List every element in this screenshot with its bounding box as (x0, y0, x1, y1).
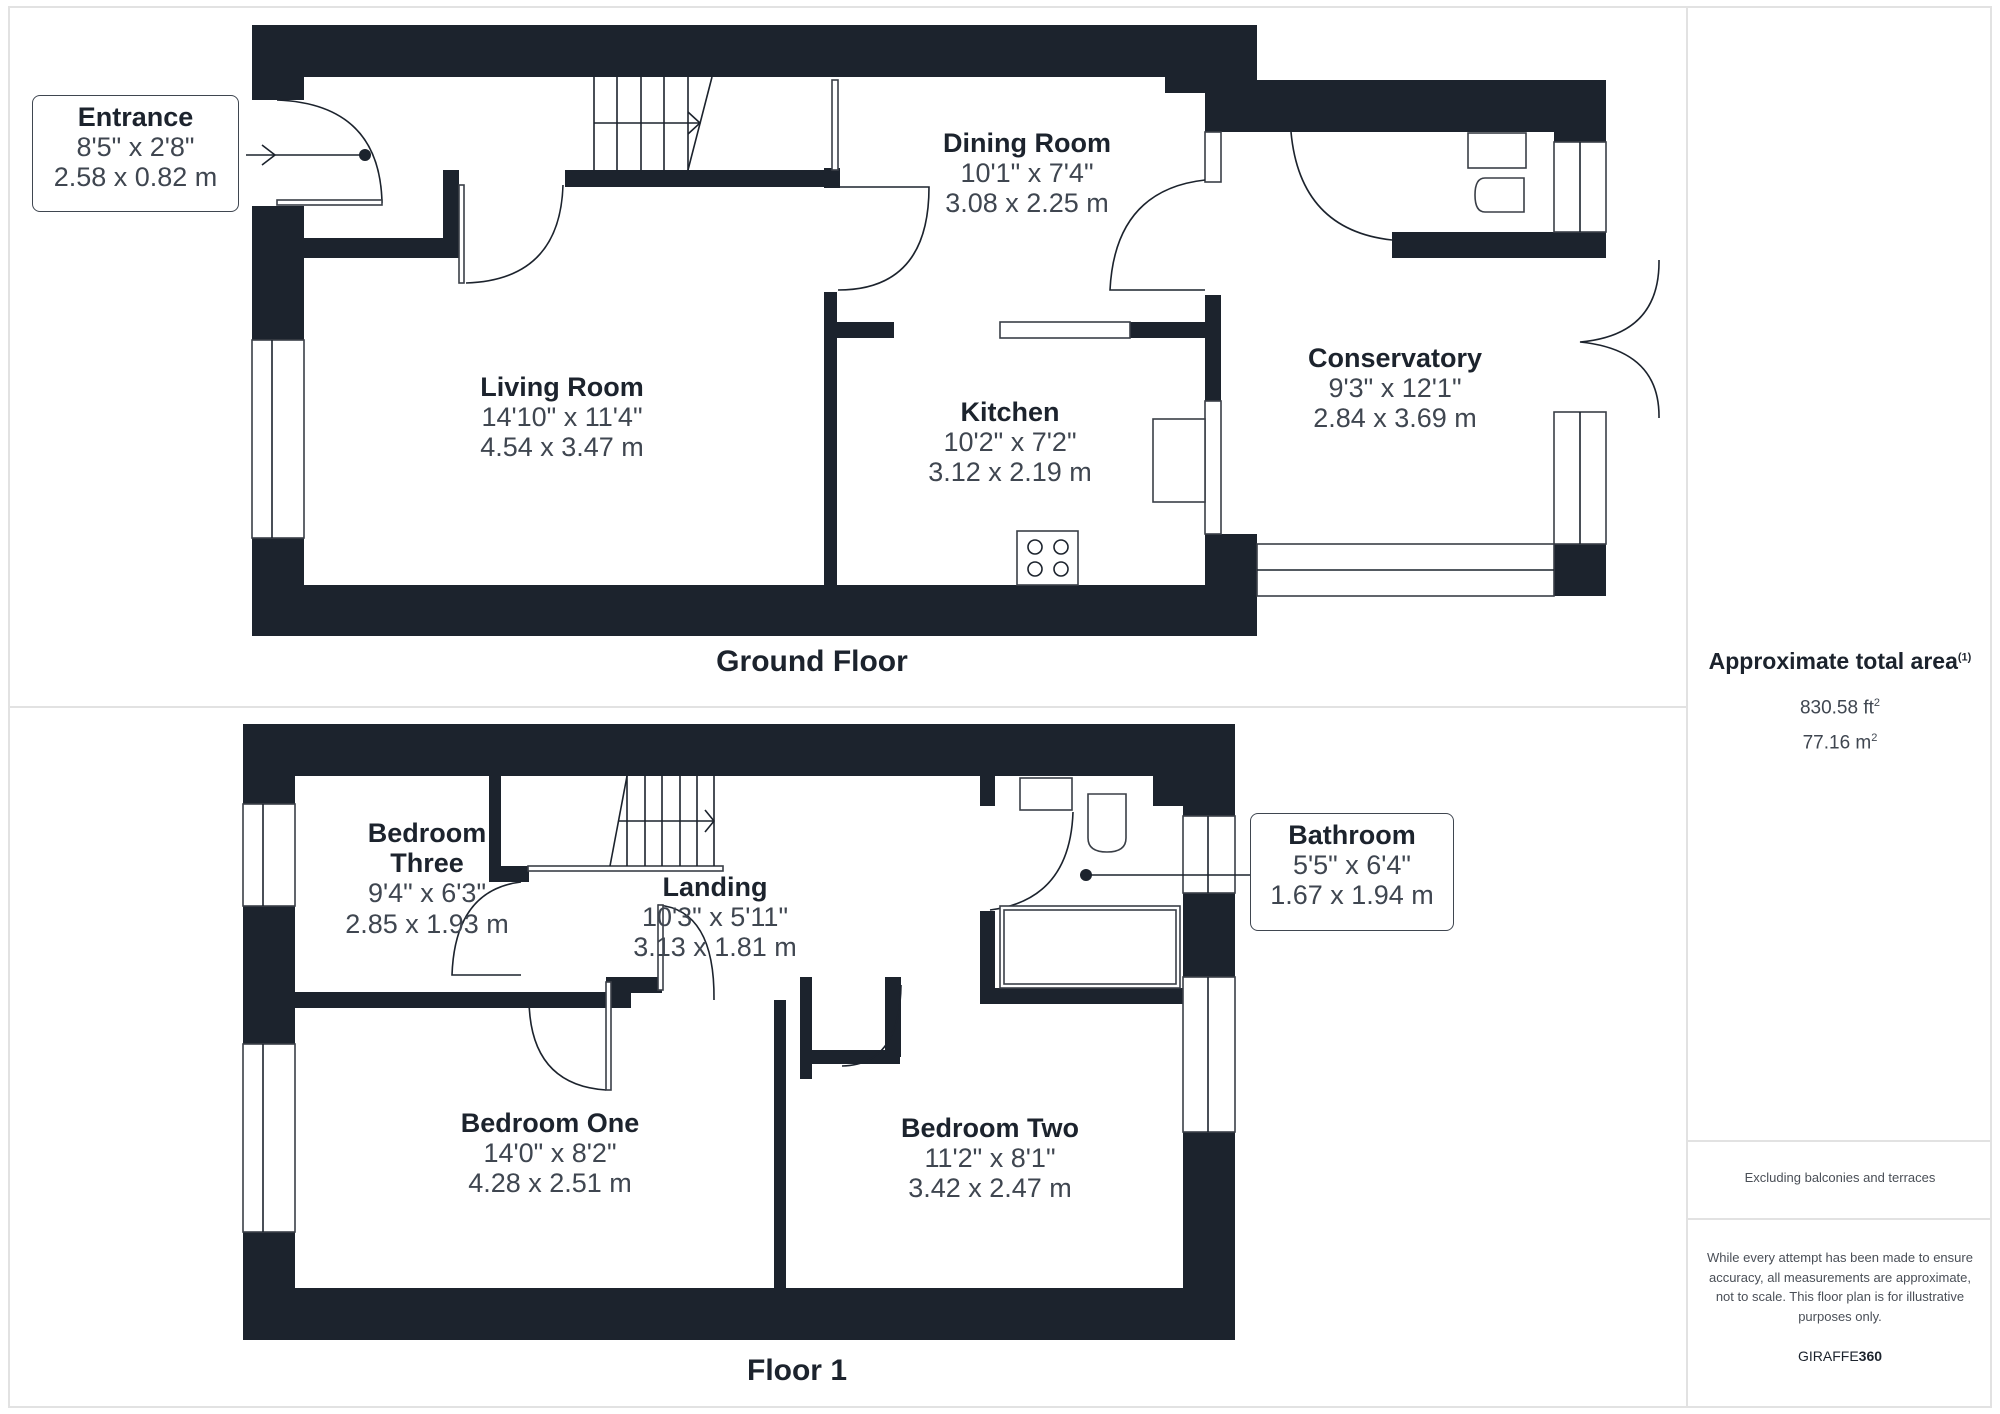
excluding-note: Excluding balconies and terraces (1744, 1170, 1936, 1185)
sidebar-row-divider (1688, 1140, 1992, 1142)
floor-title-floor-1: Floor 1 (746, 1354, 848, 1387)
room-label-dining-room: Dining Room 10'1" x 7'4" 3.08 x 2.25 m (943, 128, 1111, 219)
room-name-entrance: Entrance (77, 102, 194, 132)
room-label-bedroom-two: Bedroom Two 11'2" x 8'1" 3.42 x 2.47 m (901, 1113, 1079, 1204)
sidebar-row-divider (1688, 1218, 1992, 1220)
room-label-bedroom-three: Bedroom Three 9'4" x 6'3" 2.85 x 1.93 m (345, 818, 509, 939)
room-dim-metric: 2.85 x 1.93 m (345, 908, 509, 939)
room-label-conservatory: Conservatory 9'3" x 12'1" 2.84 x 3.69 m (1308, 343, 1482, 434)
ground-doors (276, 99, 1660, 419)
room-label-landing: Landing 10'3" x 5'11" 3.13 x 1.81 m (633, 872, 797, 963)
room-label-bedroom-one: Bedroom One 14'0" x 8'2" 4.28 x 2.51 m (461, 1108, 640, 1199)
room-name: Conservatory (1307, 343, 1483, 373)
unit-exponent: 2 (1873, 697, 1881, 709)
unit-exponent: 2 (1871, 732, 1878, 744)
floor1-fixtures (999, 777, 1181, 989)
ground-fixtures (1016, 132, 1527, 586)
room-dim-imperial: 9'4" x 6'3" (367, 878, 487, 909)
bathroom-pointer (1080, 869, 1250, 881)
room-label-kitchen: Kitchen 10'2" x 7'2" 3.12 x 2.19 m (928, 397, 1092, 488)
room-dim-imperial: 10'2" x 7'2" (943, 427, 1077, 458)
total-area-ft: 830.58 ft2 (1688, 697, 1992, 719)
room-name: Kitchen (960, 397, 1060, 427)
floor1-walls (243, 724, 1235, 1340)
room-dim-imperial: 9'3" x 12'1" (1328, 373, 1462, 404)
room-dim-metric-bathroom: 1.67 x 1.94 m (1270, 880, 1434, 911)
room-dim-metric-entrance: 2.58 x 0.82 m (53, 162, 218, 193)
entrance-pointer (246, 144, 371, 166)
total-area-m-value: 77.16 m (1802, 732, 1872, 754)
disclaimer-text: While every attempt has been made to ens… (1707, 1250, 1973, 1324)
floor1-stairs (609, 775, 716, 867)
room-dim-imperial-bathroom: 5'5" x 6'4" (1292, 850, 1412, 881)
ground-floor-windows (251, 79, 1607, 597)
room-dim-metric: 2.84 x 3.69 m (1313, 403, 1477, 434)
ground-floor-walls (252, 25, 1606, 636)
ground-stairs (593, 76, 713, 171)
room-dim-metric: 3.12 x 2.19 m (928, 457, 1092, 488)
room-dim-metric: 4.28 x 2.51 m (468, 1168, 632, 1199)
total-area-m: 77.16 m2 (1688, 732, 1992, 754)
total-area-footnote: (1) (1957, 651, 1972, 664)
total-area-title-text: Approximate total area (1708, 648, 1958, 674)
total-area-ft-value: 830.58 ft (1799, 697, 1874, 719)
room-name-bathroom: Bathroom (1288, 820, 1416, 850)
floor-divider (8, 706, 1686, 708)
room-dim-imperial-entrance: 8'5" x 2'8" (76, 132, 195, 163)
room-name: Bedroom One (460, 1108, 640, 1138)
room-dim-metric: 4.54 x 3.47 m (480, 432, 644, 463)
room-name-line2: Three (390, 848, 464, 879)
floor1-windows (242, 803, 1236, 1233)
brand-bold: 360 (1858, 1348, 1883, 1364)
room-dim-imperial: 10'3" x 5'11" (641, 902, 789, 933)
entrance-callout: Entrance 8'5" x 2'8" 2.58 x 0.82 m (32, 95, 239, 212)
room-dim-imperial: 14'0" x 8'2" (483, 1138, 617, 1169)
room-dim-metric: 3.13 x 1.81 m (633, 932, 797, 963)
room-dim-metric: 3.42 x 2.47 m (908, 1173, 1072, 1204)
room-dim-imperial: 14'10" x 11'4" (481, 402, 643, 433)
room-dim-metric: 3.08 x 2.25 m (945, 188, 1109, 219)
room-name: Landing (662, 872, 768, 902)
room-name-line1: Bedroom (367, 818, 487, 848)
brand-logo: GIRAFFE360 (1688, 1348, 1992, 1364)
room-dim-imperial: 10'1" x 7'4" (960, 158, 1094, 189)
room-label-living-room: Living Room 14'10" x 11'4" 4.54 x 3.47 m (480, 372, 644, 463)
room-name: Dining Room (943, 128, 1111, 158)
brand-light: GIRAFFE (1797, 1348, 1859, 1364)
room-name: Bedroom Two (901, 1113, 1079, 1143)
total-area-title: Approximate total area(1) (1688, 648, 1992, 675)
room-name: Living Room (480, 372, 644, 402)
floor-title-ground: Ground Floor (716, 645, 908, 678)
sidebar-divider (1686, 6, 1688, 1408)
room-dim-imperial: 11'2" x 8'1" (924, 1143, 1056, 1174)
bathroom-callout: Bathroom 5'5" x 6'4" 1.67 x 1.94 m (1250, 813, 1454, 931)
